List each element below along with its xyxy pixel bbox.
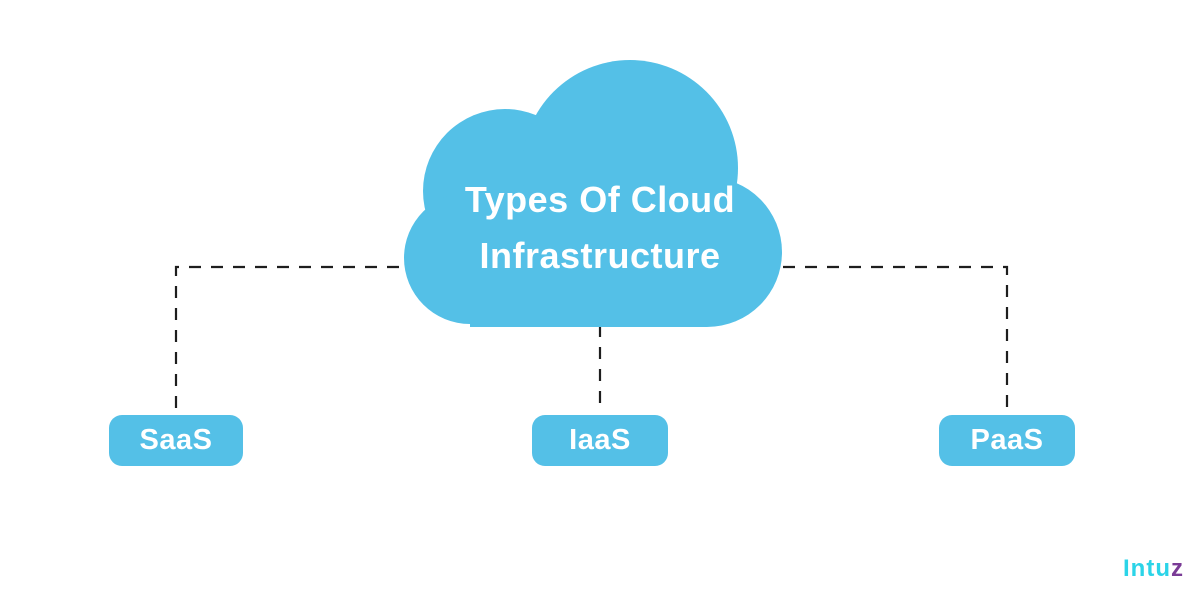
node-iaas-label: IaaS xyxy=(569,424,631,456)
cloud-body xyxy=(470,191,707,327)
intuz-logo: Intuz xyxy=(1123,555,1184,583)
intuz-logo-primary-text: Intu xyxy=(1123,555,1171,582)
cloud-title: Types Of Cloud Infrastructure xyxy=(420,172,780,284)
node-saas-label: SaaS xyxy=(139,424,213,456)
node-iaas: IaaS xyxy=(532,415,668,466)
node-paas: PaaS xyxy=(939,415,1075,466)
cloud-title-line1: Types Of Cloud xyxy=(464,179,736,220)
cloud-title-line2: Infrastructure xyxy=(479,235,721,276)
cloud-shape xyxy=(404,60,782,327)
node-saas: SaaS xyxy=(109,415,243,466)
node-paas-label: PaaS xyxy=(970,424,1044,456)
intuz-logo-accent-text: z xyxy=(1171,555,1184,582)
